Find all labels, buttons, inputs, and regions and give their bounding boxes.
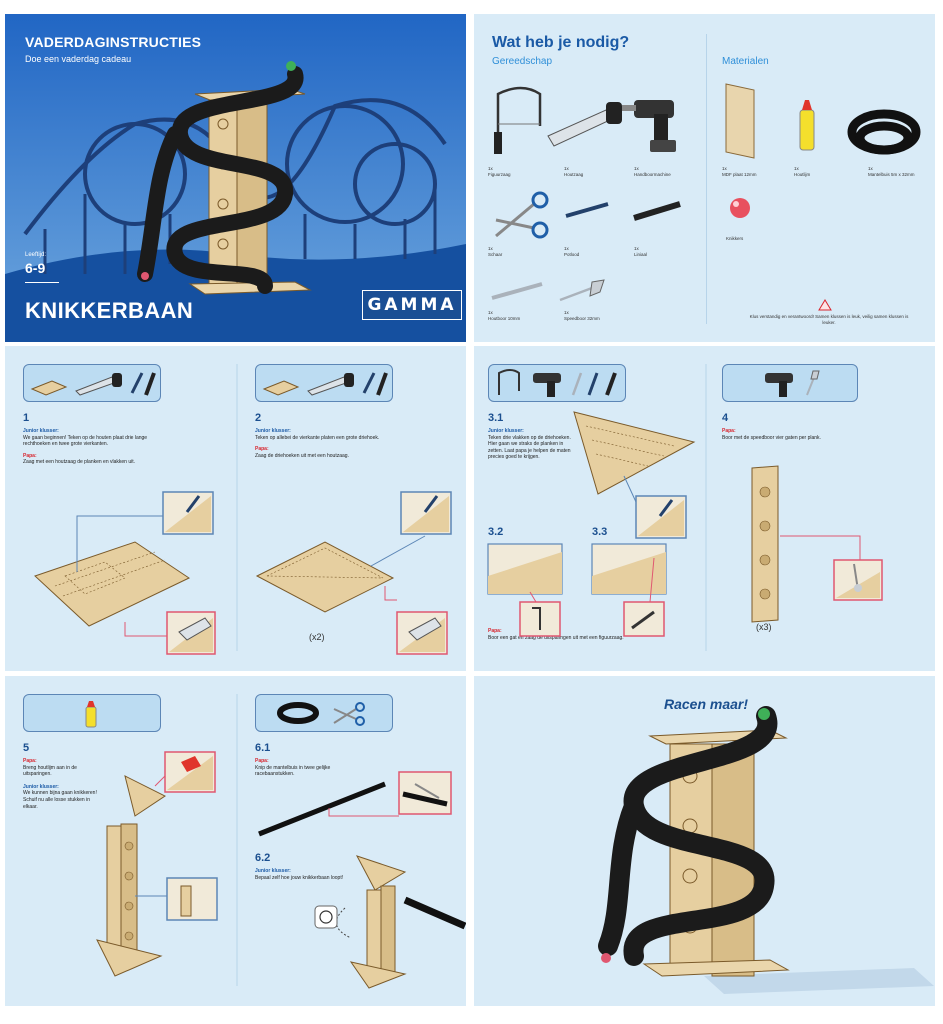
step32-number: 3.2	[488, 526, 504, 538]
steps-5-6-panel: 5 Papa: Breng houtlijm aan in de uitspar…	[5, 676, 466, 1006]
steps-1-2-panel: 1 Junior klusser: We gaan beginnen! Teke…	[5, 346, 466, 671]
step61-text: Papa: Knip de mantelbuis in twee gelijke…	[255, 758, 331, 778]
step2-toolbox	[255, 364, 393, 402]
needs-divider	[706, 34, 707, 324]
steps-1-2-illustration	[34, 364, 452, 655]
step4-multiplier: (x3)	[756, 622, 772, 632]
final-marble-run-illustration	[598, 706, 934, 994]
step4-text: Papa: Boor met de speedboor vier gaten p…	[722, 428, 821, 441]
step5-text: Papa: Breng houtlijm aan in de uitsparin…	[23, 758, 97, 810]
marble-icon	[730, 198, 750, 218]
cover-series-title: VADERDAGINSTRUCTIES	[25, 34, 202, 50]
scissors-icon	[495, 191, 549, 239]
material-label: Knikkers	[726, 236, 744, 241]
wood-drill-bit-icon	[491, 282, 543, 300]
steps-3-4-illustration	[487, 364, 883, 651]
steps-3-4-panel: 3.1 Junior klusser: Teken drie vlakken o…	[474, 346, 935, 671]
step62-text: Junior klusser: Bepaal zelf hoe jouw kni…	[255, 868, 344, 881]
step1-text: Junior klusser: We gaan beginnen! Teken …	[23, 428, 148, 466]
step2-text: Junior klusser: Teken op allebei de vier…	[255, 428, 380, 459]
cover-subtitle: Doe een vaderdag cadeau	[25, 54, 132, 64]
step1-number: 1	[23, 412, 30, 424]
gamma-logo: GAMMA	[362, 290, 462, 320]
cover-divider	[25, 282, 59, 283]
cover-illustration	[5, 14, 466, 342]
step4-number: 4	[722, 412, 729, 424]
step61-number: 6.1	[255, 742, 271, 754]
step33-text: Papa: Boor een gat en zaag de uitsparing…	[488, 628, 624, 641]
handsaw-icon	[547, 102, 622, 147]
step31-number: 3.1	[488, 412, 504, 424]
drill-icon	[622, 100, 676, 152]
pencil-icon	[565, 202, 609, 218]
final-title: Racen maar!	[664, 696, 749, 712]
rotate-icon	[319, 910, 333, 924]
step31-text: Junior klusser: Teken drie vlakken op de…	[488, 428, 571, 461]
warning-icon	[818, 299, 832, 311]
step5-number: 5	[23, 742, 30, 754]
step2-number: 2	[255, 412, 262, 424]
cover-title: KNIKKERBAAN	[25, 298, 194, 323]
step4-toolbox	[722, 364, 858, 402]
step1-toolbox	[23, 364, 161, 402]
step5-toolbox	[23, 694, 161, 732]
spade-bit-icon	[559, 279, 605, 302]
step2-multiplier: (x2)	[309, 632, 325, 642]
coping-saw-icon	[494, 86, 542, 154]
step33-number: 3.3	[592, 526, 608, 538]
final-panel: Racen maar!	[474, 676, 935, 1006]
needs-panel: Wat heb je nodig? Gereedschap Materialen…	[474, 14, 935, 342]
cover-panel: VADERDAGINSTRUCTIES Doe een vaderdag cad…	[5, 14, 466, 342]
tools-illustrations	[491, 83, 921, 311]
gamma-logo-text: GAMMA	[367, 295, 457, 315]
tools-heading: Gereedschap	[492, 56, 553, 67]
mdf-board-icon	[725, 83, 755, 159]
safety-warning: Klus verstandig en verantwoord! Samen kl…	[749, 314, 909, 325]
step3-toolbox	[488, 364, 626, 402]
cover-age: 6-9	[25, 260, 46, 276]
step6-toolbox	[255, 694, 393, 732]
cover-age-label: Leeftijd:	[25, 252, 47, 258]
materials-heading: Materialen	[722, 56, 769, 67]
conduit-coil-icon	[847, 109, 921, 155]
needs-title: Wat heb je nodig?	[492, 34, 630, 51]
steps-5-6-illustration	[96, 694, 466, 989]
ruler-icon	[633, 201, 681, 221]
step62-number: 6.2	[255, 852, 271, 864]
glue-bottle-icon	[799, 100, 815, 151]
